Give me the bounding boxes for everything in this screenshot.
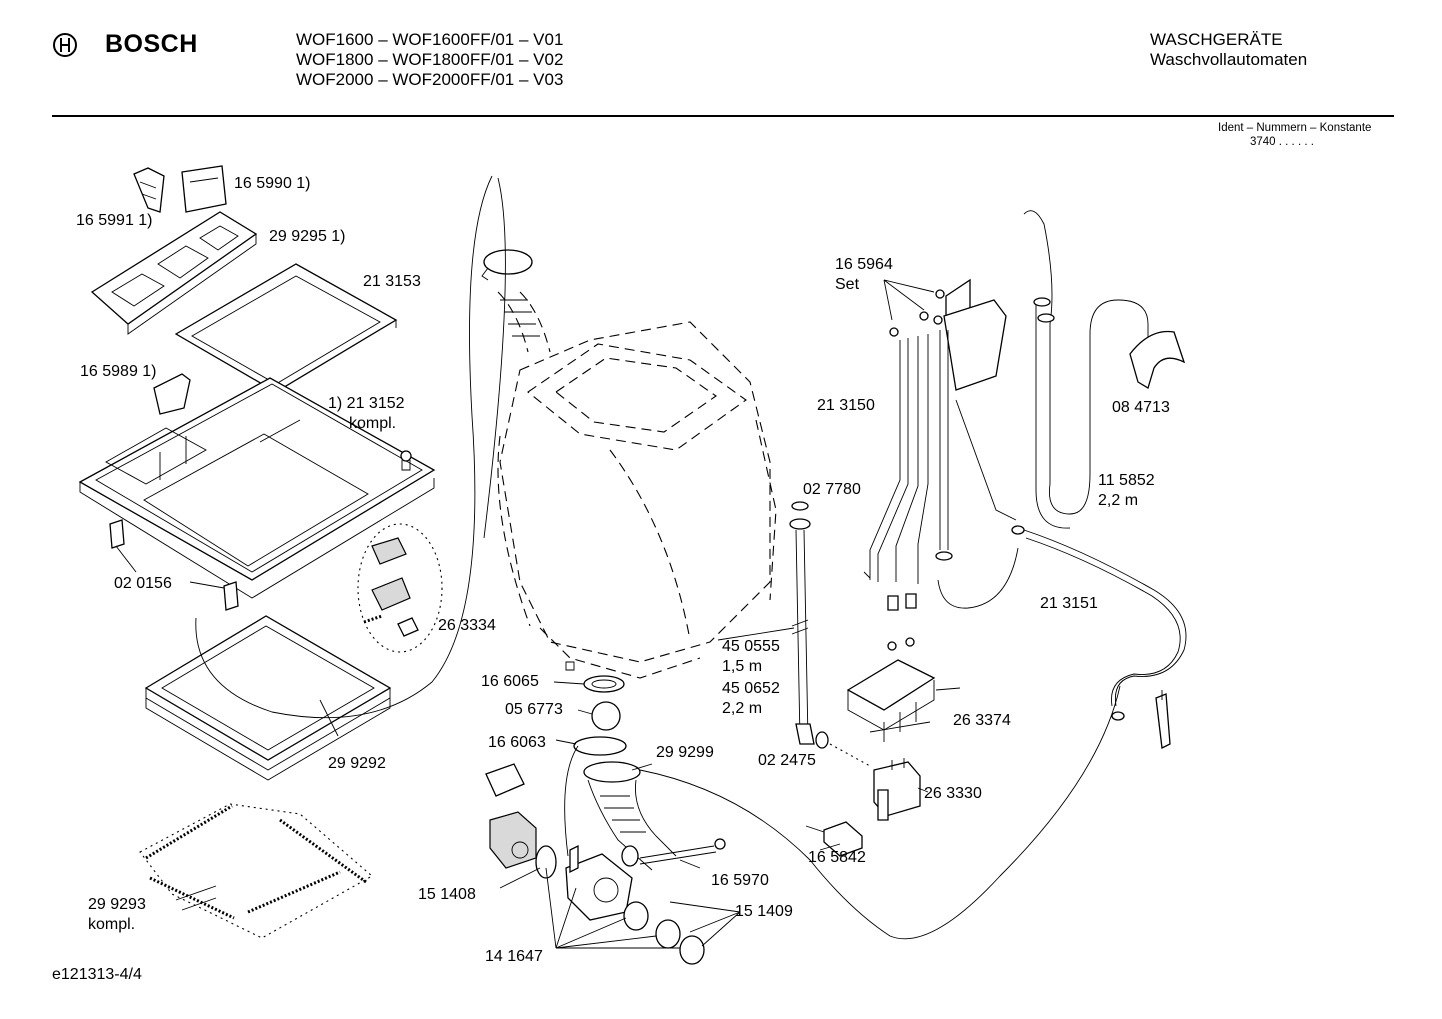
part-label: 21 3153 (363, 273, 421, 290)
part-label: 21 3151 (1040, 595, 1098, 612)
ident-value: 3740 . . . . . . (1250, 136, 1314, 148)
sump-hose-part (583, 761, 677, 871)
pump-housing-part (565, 844, 633, 921)
part-label: 16 5842 (808, 849, 866, 866)
tub-group-line (195, 175, 493, 719)
frame-clip-part (109, 519, 239, 611)
inlet-valve-part (873, 758, 921, 821)
pressure-switch-part (846, 637, 961, 742)
part-label: 16 5970 (711, 872, 769, 889)
part-label: 16 5990 1) (234, 175, 311, 192)
part-label: 45 0555 (722, 638, 780, 655)
brand-name: BOSCH (105, 30, 198, 58)
drawing-code: e121313-4/4 (52, 966, 142, 983)
drawer-latch-part (153, 373, 191, 415)
hose-bracket-part (1129, 330, 1186, 389)
hose-clip-part (1155, 690, 1171, 749)
part-label: 16 5989 1) (80, 363, 157, 380)
ball-valve-part (591, 701, 621, 731)
part-label: 16 6063 (488, 734, 546, 751)
part-label: 2,2 m (722, 700, 763, 717)
part-label: Set (835, 276, 860, 293)
part-label: 1) 21 3152 (328, 395, 405, 412)
ident-title: Ident – Nummern – Konstante (1218, 122, 1372, 134)
drain-outlet-hose-part (1011, 525, 1187, 721)
part-label: 2,2 m (1098, 492, 1139, 509)
model-line-1: WOF1600 – WOF1600FF/01 – V01 (296, 30, 564, 49)
valve-connector-part (805, 821, 863, 857)
part-label: 02 0156 (114, 575, 172, 592)
drain-hose-line (639, 685, 1121, 940)
part-label: 14 1647 (485, 948, 543, 965)
pump-group-line (564, 745, 579, 857)
part-label: 02 7780 (803, 481, 861, 498)
part-label: kompl. (349, 415, 397, 432)
part-label: 05 6773 (505, 701, 563, 718)
part-label: 16 6065 (481, 673, 539, 690)
model-line-2: WOF1800 – WOF1800FF/01 – V02 (296, 50, 564, 69)
inlet-hose-part (789, 501, 829, 749)
detergent-flap-part (181, 165, 227, 213)
part-label: 26 3330 (924, 785, 982, 802)
part-label: 29 9292 (328, 755, 386, 772)
part-label: 29 9293 (88, 896, 146, 913)
part-label: 15 1408 (418, 886, 476, 903)
lid-spring-set-part (139, 803, 373, 939)
model-list: WOF1600 – WOF1600FF/01 – V01 WOF1800 – W… (296, 30, 563, 90)
part-label: 1,5 m (722, 658, 763, 675)
part-label: 21 3150 (817, 397, 875, 414)
part-label: 29 9295 1) (269, 228, 346, 245)
part-label: 11 5852 (1098, 472, 1155, 489)
switch-assembly-part (357, 523, 443, 653)
standpipe-hose-part (1023, 210, 1149, 529)
detergent-drawer-insert (90, 211, 258, 335)
top-frame-part (78, 377, 436, 599)
door-seal-ring-part (144, 615, 392, 781)
part-label: 16 5991 1) (76, 212, 153, 229)
category-block: WASCHGERÄTE Waschvollautomaten (1150, 30, 1307, 70)
header-divider (52, 115, 1394, 117)
part-label: 15 1409 (735, 903, 793, 920)
part-label: 26 3334 (438, 617, 496, 634)
bosch-logo-icon (53, 33, 77, 57)
leader-lines (115, 419, 931, 949)
part-label: 08 4713 (1112, 399, 1170, 416)
pump-motor-part (485, 763, 537, 869)
pump-gasket-part (535, 845, 557, 879)
sump-seal-part (583, 675, 625, 693)
set-leader-lines (883, 279, 935, 321)
drain-hose-connector-part (621, 838, 726, 867)
category-title: WASCHGERÄTE (1150, 30, 1283, 49)
tub-outline-part (497, 321, 777, 679)
part-label: 45 0652 (722, 680, 780, 697)
part-label: 02 2475 (758, 752, 816, 769)
category-subtitle: Waschvollautomaten (1150, 50, 1308, 69)
sump-ring-part (573, 736, 627, 756)
tub-group-line-2 (483, 177, 506, 539)
part-label: 29 9299 (656, 744, 714, 761)
dispenser-pipe-assembly-part (863, 278, 1017, 611)
valve-link-line (829, 743, 871, 767)
tub-boot-bellows-part (481, 249, 551, 353)
inlet-group-line (937, 547, 1019, 609)
part-label: 26 3374 (953, 712, 1011, 729)
pump-filter-part (623, 901, 705, 965)
part-label: 16 5964 (835, 256, 893, 273)
detergent-clip-part (133, 167, 165, 213)
part-label: kompl. (88, 916, 136, 933)
model-line-3: WOF2000 – WOF2000FF/01 – V03 (296, 70, 564, 89)
